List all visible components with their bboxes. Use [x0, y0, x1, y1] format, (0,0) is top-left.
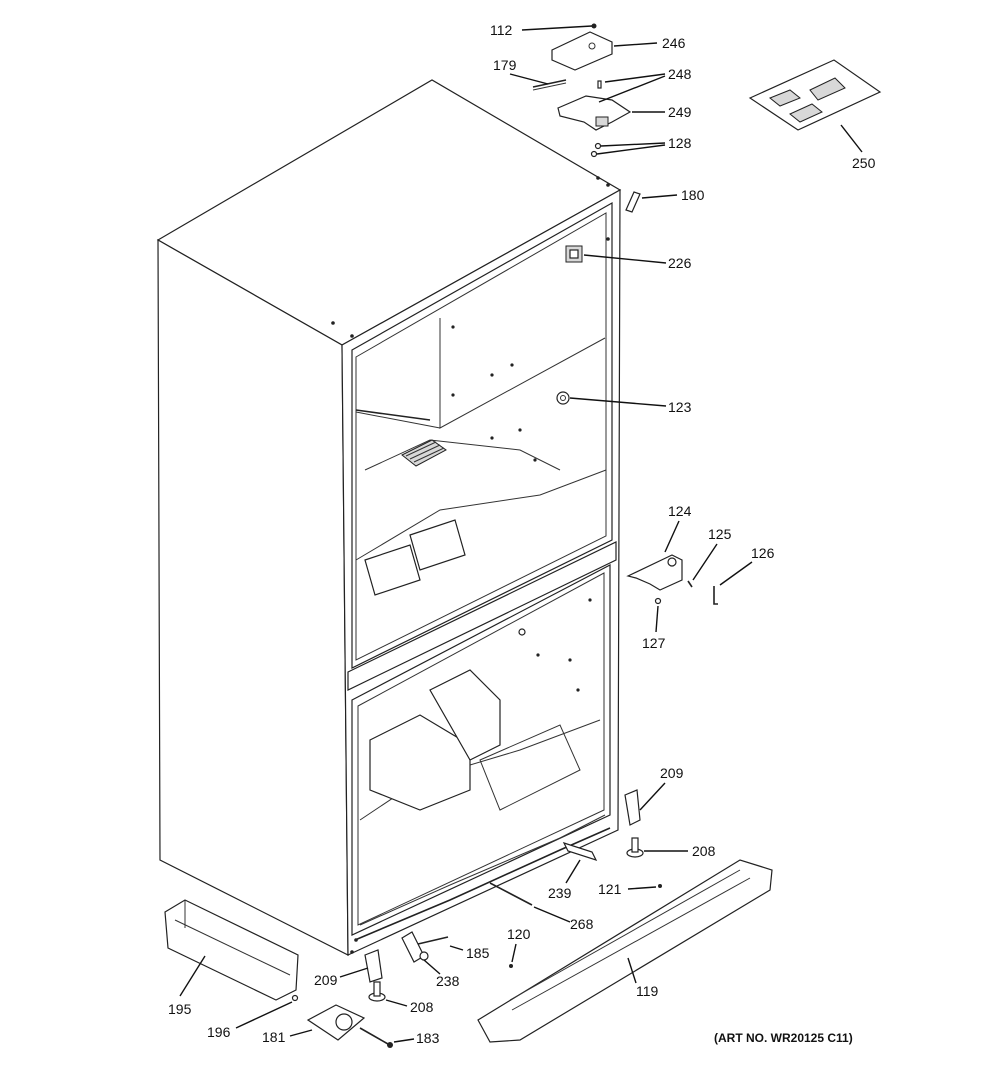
callout-128: 128 — [668, 135, 692, 151]
cabinet — [156, 79, 622, 956]
screw-128 — [594, 142, 602, 150]
art-number: (ART NO. WR20125 C11) — [714, 1031, 853, 1045]
callout-250: 250 — [852, 155, 876, 171]
roller-239 — [562, 841, 598, 862]
rod-268 — [489, 882, 533, 906]
plug-123 — [556, 391, 570, 405]
screw-120 — [509, 964, 513, 968]
callout-126: 126 — [751, 545, 775, 561]
callout-249: 249 — [668, 104, 692, 120]
callout-209-right: 209 — [660, 765, 684, 781]
bracket-209-right — [624, 789, 641, 826]
callout-238: 238 — [436, 973, 460, 989]
callout-226: 226 — [668, 255, 692, 271]
pin-127 — [654, 597, 662, 605]
callout-123: 123 — [668, 399, 692, 415]
callout-196: 196 — [207, 1024, 231, 1040]
spring-185 — [417, 936, 449, 945]
screw-125 — [687, 580, 693, 588]
mullion — [347, 541, 617, 691]
callout-185: 185 — [466, 945, 490, 961]
callout-209-left: 209 — [314, 972, 338, 988]
stop-180 — [625, 191, 641, 213]
screw-183 — [387, 1042, 393, 1048]
callout-124: 124 — [668, 503, 692, 519]
callout-208-right: 208 — [692, 843, 716, 859]
screw-112 — [591, 23, 597, 29]
callout-127: 127 — [642, 635, 666, 651]
callout-labels: 112 246 179 248 249 128 250 180 226 123 … — [168, 22, 876, 1046]
callout-195: 195 — [168, 1001, 192, 1017]
pin-248 — [597, 80, 602, 89]
screw-121 — [658, 884, 662, 888]
callout-181: 181 — [262, 1029, 286, 1045]
clip-196 — [291, 994, 299, 1002]
bracket-209-left — [364, 949, 383, 983]
hinge-cover-246 — [551, 31, 613, 71]
callout-248: 248 — [668, 66, 692, 82]
callout-246: 246 — [662, 35, 686, 51]
callout-120: 120 — [507, 926, 531, 942]
callout-239: 239 — [548, 885, 572, 901]
callout-268: 268 — [570, 916, 594, 932]
callout-125: 125 — [708, 526, 732, 542]
leader-lines — [179, 25, 863, 1043]
callout-179: 179 — [493, 57, 517, 73]
top-hinge-249 — [557, 95, 632, 131]
base-channel-119 — [477, 859, 773, 1043]
callout-208-left: 208 — [410, 999, 434, 1015]
spring-179 — [532, 79, 567, 88]
callout-112: 112 — [490, 22, 513, 38]
callout-183: 183 — [416, 1030, 440, 1046]
callout-180: 180 — [681, 187, 705, 203]
callout-119: 119 — [636, 983, 659, 999]
callout-121: 121 — [598, 881, 622, 897]
parts — [164, 23, 882, 1048]
bracket-126 — [713, 586, 718, 605]
cabinet-left-side — [157, 238, 349, 956]
